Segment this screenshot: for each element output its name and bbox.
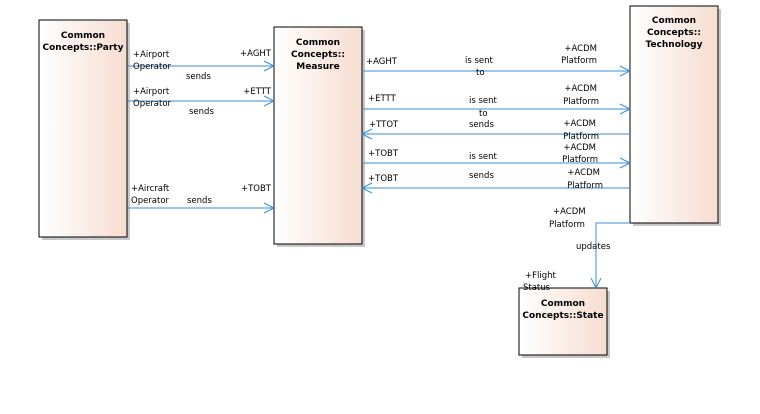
connector-4-verb-line2: to bbox=[476, 68, 485, 78]
connector-6-target-role-line1: +ACDM bbox=[563, 119, 596, 129]
connector-5-verb-line1: is sent bbox=[469, 96, 498, 106]
connector-measure-agh[interactable]: +AGHT is sent to +ACDM Platform bbox=[362, 44, 632, 78]
box-measure-title-line1: Common bbox=[296, 38, 340, 48]
connector-2-verb: sends bbox=[189, 107, 214, 117]
connector-2-arrowhead bbox=[263, 95, 276, 107]
connector-tech-state[interactable]: +ACDM Platform updates +Flight Status bbox=[523, 207, 630, 293]
connector-9-source-role-line1: +ACDM bbox=[553, 207, 586, 217]
connector-1-source-role-line1: +Airport bbox=[133, 50, 170, 60]
box-measure-body bbox=[273, 26, 363, 245]
connector-4-source-role: +AGHT bbox=[366, 57, 398, 67]
connector-6-source-role: +TTOT bbox=[369, 120, 399, 130]
connector-tech-ttot[interactable]: +TTOT sends +ACDM Platform bbox=[360, 119, 630, 142]
box-measure-title-line3: Measure bbox=[296, 62, 339, 72]
box-measure[interactable]: Common Concepts:: Measure bbox=[273, 26, 365, 247]
connector-8-target-role-line1: +ACDM bbox=[567, 168, 600, 178]
box-technology-title-line2: Concepts:: bbox=[647, 28, 701, 38]
connector-8-verb: sends bbox=[469, 171, 494, 181]
box-technology[interactable]: Common Concepts:: Technology bbox=[629, 5, 721, 226]
connector-party-agh[interactable]: +Airport Operator sends +AGHT bbox=[128, 49, 276, 82]
connector-9-arrowhead bbox=[590, 277, 602, 290]
connector-tech-tobt[interactable]: +TOBT sends +ACDM Platform bbox=[360, 168, 630, 194]
connector-2-target-role: +ETTT bbox=[243, 87, 272, 97]
connector-3-arrowhead bbox=[263, 202, 276, 214]
connector-9-target-role-line2: Status bbox=[523, 283, 551, 293]
connector-6-verb: sends bbox=[469, 120, 494, 130]
connector-8-arrowhead bbox=[360, 182, 373, 194]
connector-3-verb: sends bbox=[187, 196, 212, 206]
box-technology-title-line1: Common bbox=[652, 16, 696, 26]
connector-9-line bbox=[595, 222, 630, 288]
connector-party-tobt[interactable]: +Aircraft Operator sends +TOBT bbox=[128, 184, 276, 214]
box-party-title-line2: Concepts::Party bbox=[43, 43, 124, 53]
connector-6-arrowhead bbox=[360, 128, 373, 140]
connector-1-verb: sends bbox=[186, 72, 211, 82]
connector-4-target-role-line1: +ACDM bbox=[564, 44, 597, 54]
connector-4-verb-line1: is sent bbox=[465, 56, 494, 66]
connector-1-arrowhead bbox=[263, 60, 276, 72]
box-party-title-line1: Common bbox=[61, 31, 105, 41]
connector-9-source-role-line2: Platform bbox=[549, 220, 585, 230]
connector-2-source-role-line2: Operator bbox=[133, 99, 172, 109]
connector-3-target-role: +TOBT bbox=[241, 184, 272, 194]
connector-1-source-role-line2: Operator bbox=[133, 62, 172, 72]
connector-7-verb: is sent bbox=[469, 152, 498, 162]
box-state-body bbox=[518, 287, 608, 356]
connector-3-source-role-line1: +Aircraft bbox=[131, 184, 170, 194]
connector-measure-tobt[interactable]: +TOBT is sent +ACDM Platform bbox=[362, 143, 632, 169]
connector-5-target-role-line1: +ACDM bbox=[564, 84, 597, 94]
box-measure-title-line2: Concepts:: bbox=[291, 50, 345, 60]
connector-6-target-role-line2: Platform bbox=[563, 132, 599, 142]
connector-5-source-role: +ETTT bbox=[368, 94, 397, 104]
connector-7-target-role-line1: +ACDM bbox=[563, 143, 596, 153]
connector-1-target-role: +AGHT bbox=[240, 49, 272, 59]
box-state[interactable]: Common Concepts::State bbox=[518, 287, 610, 358]
box-state-title-line2: Concepts::State bbox=[522, 311, 603, 321]
connector-5-verb-line2: to bbox=[479, 109, 488, 119]
connector-7-arrowhead bbox=[619, 157, 632, 169]
connector-5-arrowhead bbox=[619, 103, 632, 115]
connector-4-target-role-line2: Platform bbox=[561, 56, 597, 66]
connector-4-arrowhead bbox=[619, 65, 632, 77]
connector-2-source-role-line1: +Airport bbox=[133, 87, 170, 97]
connector-3-source-role-line2: Operator bbox=[131, 196, 170, 206]
connector-party-ettt[interactable]: +Airport Operator sends +ETTT bbox=[128, 87, 276, 117]
connector-7-source-role: +TOBT bbox=[368, 149, 399, 159]
connector-7-target-role-line2: Platform bbox=[562, 155, 598, 165]
connector-8-target-role-line2: Platform bbox=[567, 181, 603, 191]
connector-9-verb: updates bbox=[576, 242, 611, 252]
box-state-title-line1: Common bbox=[541, 299, 585, 309]
box-party[interactable]: Common Concepts::Party bbox=[38, 19, 130, 240]
connector-8-source-role: +TOBT bbox=[368, 174, 399, 184]
box-technology-body bbox=[629, 5, 719, 224]
connector-measure-ettt[interactable]: +ETTT is sent to +ACDM Platform bbox=[362, 84, 632, 119]
box-technology-title-line3: Technology bbox=[646, 40, 703, 50]
connector-5-target-role-line2: Platform bbox=[563, 97, 599, 107]
box-party-body bbox=[38, 19, 128, 238]
connector-9-target-role-line1: +Flight bbox=[525, 271, 557, 281]
